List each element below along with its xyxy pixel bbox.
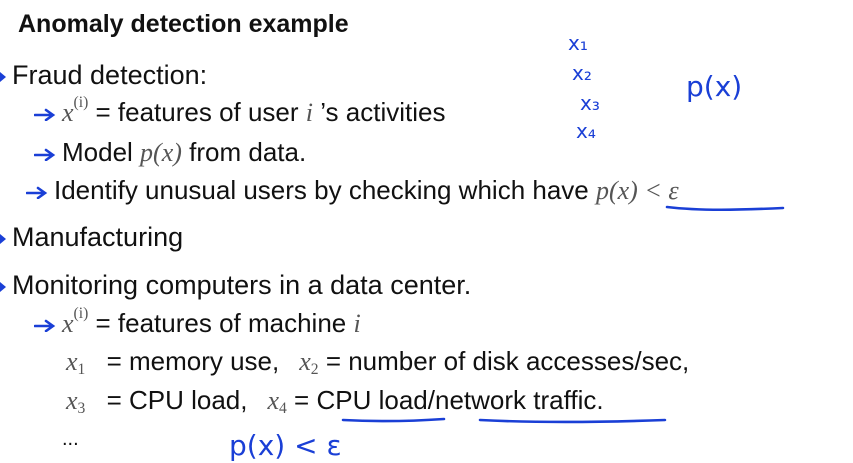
bullet-marker-icon bbox=[0, 71, 6, 82]
handwritten-p-less-epsilon: p(x) < ε bbox=[229, 429, 342, 462]
monitor-x4-eq: = bbox=[286, 385, 317, 415]
monitor-x1-x2: x1 = memory use, x2 = number of disk acce… bbox=[66, 346, 689, 377]
monitor-x4-network-traffic: network traffic bbox=[434, 385, 597, 415]
monitor-sub1-text: = features of machine bbox=[88, 308, 354, 338]
underline-network-traffic bbox=[478, 418, 667, 424]
bullet-manufacturing: Manufacturing bbox=[0, 222, 183, 253]
fraud-sub-features: x(i) = features of user i ’s activities bbox=[34, 93, 446, 128]
math-p-less-epsilon: p(x) < ε bbox=[595, 176, 679, 205]
underline-cpu-load bbox=[341, 417, 446, 423]
handwritten-px-text: p(x) bbox=[686, 70, 742, 103]
monitor-x2-text: = number of disk accesses/sec, bbox=[318, 346, 690, 376]
math-x3: x3 bbox=[66, 386, 86, 417]
math-x-i: x(i) bbox=[62, 93, 89, 127]
math-x2: x2 bbox=[299, 347, 319, 378]
fraud-sub2-post: from data. bbox=[181, 137, 307, 167]
monitor-x3-x4: x3 = CPU load, x4 = CPU load/network traf… bbox=[66, 385, 604, 416]
handwritten-arrow-icon bbox=[26, 186, 48, 200]
bullet-fraud-detection: Fraud detection: bbox=[0, 60, 207, 91]
underline-p-less-epsilon bbox=[665, 205, 785, 212]
handwritten-arrow-icon bbox=[34, 319, 56, 333]
math-i: i bbox=[353, 309, 361, 338]
handwritten-arrow-icon bbox=[34, 108, 56, 122]
slide-title: Anomaly detection example bbox=[18, 10, 349, 38]
monitor-x1-text: = memory use, bbox=[99, 346, 280, 376]
handwritten-x3: x₃ bbox=[580, 91, 600, 115]
handwritten-px-eps-text: p(x) < ε bbox=[229, 429, 342, 462]
math-x4: x4 bbox=[267, 386, 287, 417]
bullet-fraud-label: Fraud detection: bbox=[12, 60, 208, 90]
bullet-monitoring: Monitoring computers in a data center. bbox=[0, 270, 471, 301]
handwritten-p-of-x: p(x) bbox=[686, 70, 742, 103]
handwritten-x2: x₂ bbox=[572, 61, 592, 85]
monitor-sub-features: x(i) = features of machine i bbox=[34, 304, 361, 339]
fraud-sub-identify: Identify unusual users by checking which… bbox=[26, 175, 679, 206]
bullet-monitoring-label: Monitoring computers in a data center. bbox=[12, 270, 472, 300]
handwritten-arrow-icon bbox=[34, 148, 56, 162]
fraud-sub3-text: Identify unusual users by checking which… bbox=[54, 175, 596, 205]
ellipsis: ... bbox=[62, 428, 79, 450]
monitor-x4-slash: / bbox=[427, 385, 435, 415]
bullet-marker-icon bbox=[0, 281, 6, 292]
fraud-sub1-tail: ’s activities bbox=[313, 97, 446, 127]
monitor-x4-cpu-load: CPU load bbox=[316, 385, 428, 415]
handwritten-x4: x₄ bbox=[576, 119, 596, 143]
bullet-marker-icon bbox=[0, 233, 6, 244]
math-p-of-x: p(x) bbox=[140, 138, 182, 167]
fraud-sub-model: Model p(x) from data. bbox=[34, 137, 306, 168]
fraud-sub1-text: = features of user bbox=[88, 97, 306, 127]
handwritten-x1: x₁ bbox=[568, 31, 588, 55]
math-x-i: x(i) bbox=[62, 304, 89, 338]
bullet-manufacturing-label: Manufacturing bbox=[12, 222, 184, 252]
math-x1: x1 bbox=[66, 347, 86, 378]
monitor-x4-dot: . bbox=[596, 385, 604, 415]
handwritten-feature-list: x₁ x₂ x₃ x₄ bbox=[568, 31, 600, 143]
fraud-sub2-pre: Model bbox=[62, 137, 141, 167]
math-i: i bbox=[305, 98, 314, 127]
monitor-x3-text: = CPU load, bbox=[99, 385, 248, 415]
